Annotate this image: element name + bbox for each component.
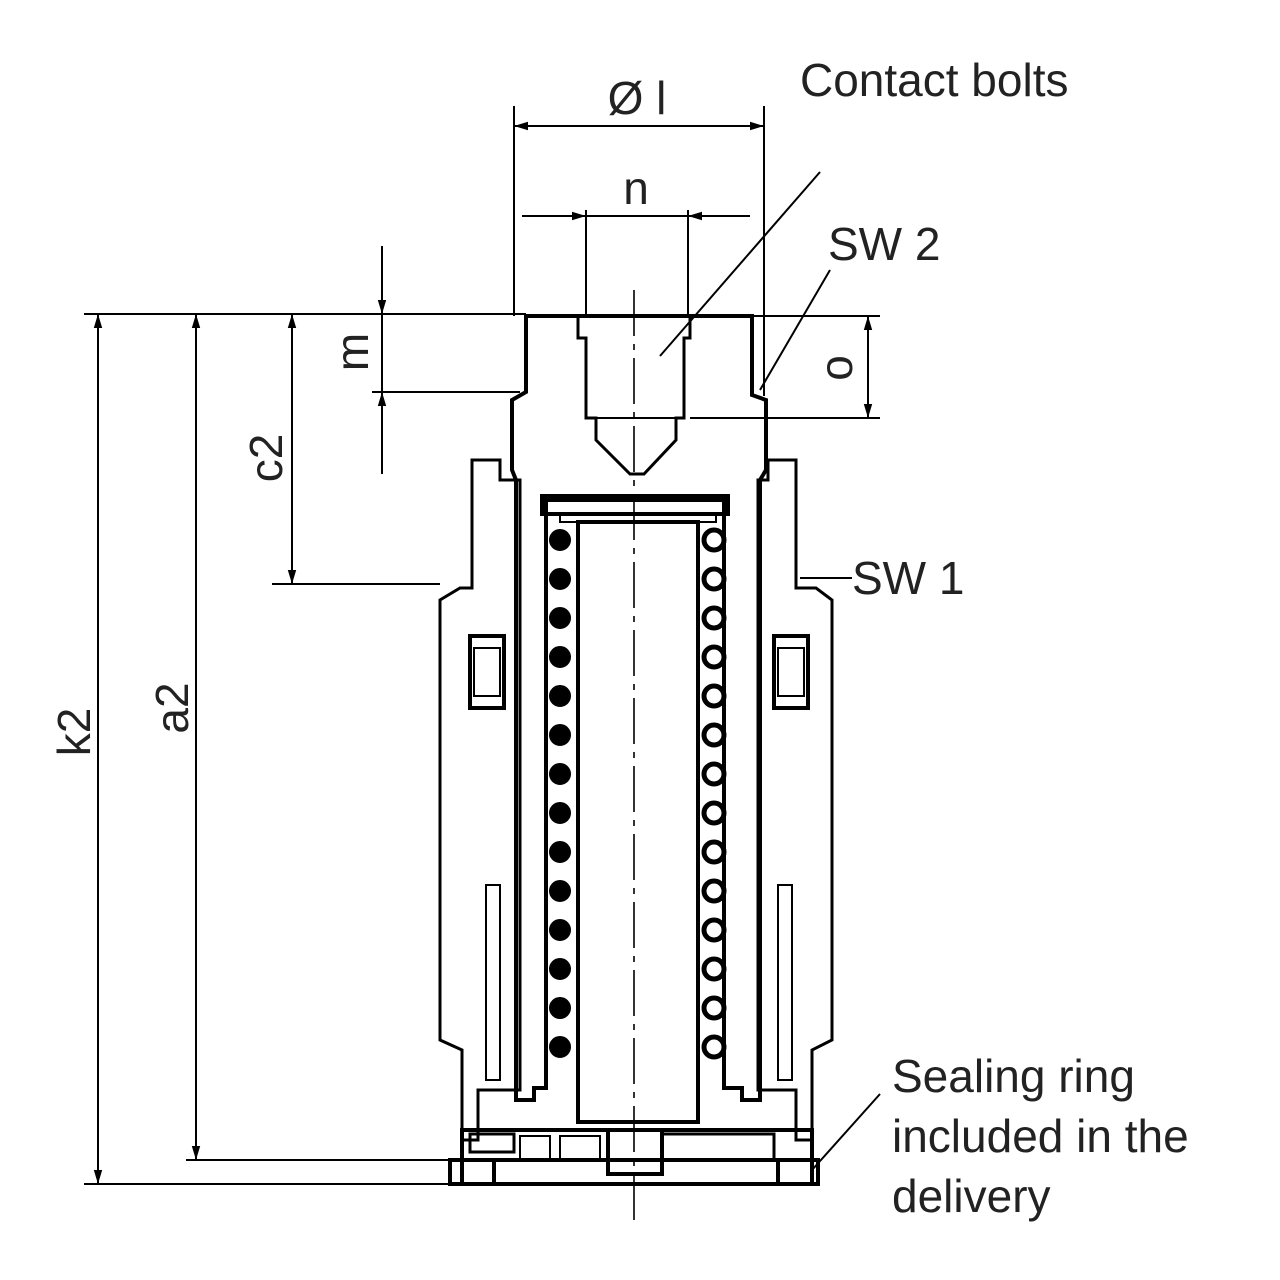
callout-sw1: SW 1 (852, 552, 964, 604)
spring-coil (549, 724, 571, 746)
spring-coil (701, 995, 727, 1021)
o-rings (468, 634, 810, 710)
spring-coil (549, 568, 571, 590)
spring-coil (701, 722, 727, 748)
spring-coil (701, 605, 727, 631)
spring-coils-right (701, 527, 727, 1060)
spring-coil (549, 880, 571, 902)
spring-coil (701, 644, 727, 670)
spring-coil (701, 956, 727, 982)
spring-coil (549, 607, 571, 629)
spring-coil (549, 763, 571, 785)
callout-contact-bolts: Contact bolts (800, 54, 1068, 106)
dim-o-label: o (810, 355, 862, 381)
dimension-lines (84, 106, 881, 1185)
spring-coil (549, 919, 571, 941)
spring-coil (701, 839, 727, 865)
spring-coil (549, 646, 571, 668)
spring-coil (701, 917, 727, 943)
callout-sealing-line1: Sealing ring (892, 1050, 1135, 1102)
callout-sealing-line2: included in the (892, 1110, 1189, 1162)
dim-m-label: m (326, 333, 378, 371)
spring-coil (701, 800, 727, 826)
inner-body (510, 314, 768, 1102)
bottom-plug (448, 1128, 820, 1186)
spring-coil (701, 1034, 727, 1060)
spring-coil (549, 685, 571, 707)
spring-coil (549, 958, 571, 980)
spring-coil (549, 529, 571, 551)
spring-coil (701, 527, 727, 553)
outer-sleeve (438, 458, 834, 1142)
dim-dia-l-label: Ø l (608, 72, 667, 124)
sealing-ring-left (448, 1158, 496, 1186)
dim-c2-label: c2 (240, 434, 292, 483)
dim-k2-label: k2 (48, 708, 100, 757)
spring-coil (549, 997, 571, 1019)
plunger (540, 494, 730, 1124)
spring-coil (701, 761, 727, 787)
spring-coil (549, 802, 571, 824)
spring-coil (701, 683, 727, 709)
spring-coil (701, 566, 727, 592)
spring-coil (701, 878, 727, 904)
spring-coils-left (549, 529, 571, 1058)
callout-sw2: SW 2 (828, 218, 940, 270)
spring-coil (549, 1036, 571, 1058)
spring-coil (549, 841, 571, 863)
sealing-ring-right (776, 1158, 820, 1186)
dim-n-label: n (623, 162, 649, 214)
callout-sealing-line3: delivery (892, 1170, 1051, 1222)
dim-a2-label: a2 (146, 682, 198, 733)
